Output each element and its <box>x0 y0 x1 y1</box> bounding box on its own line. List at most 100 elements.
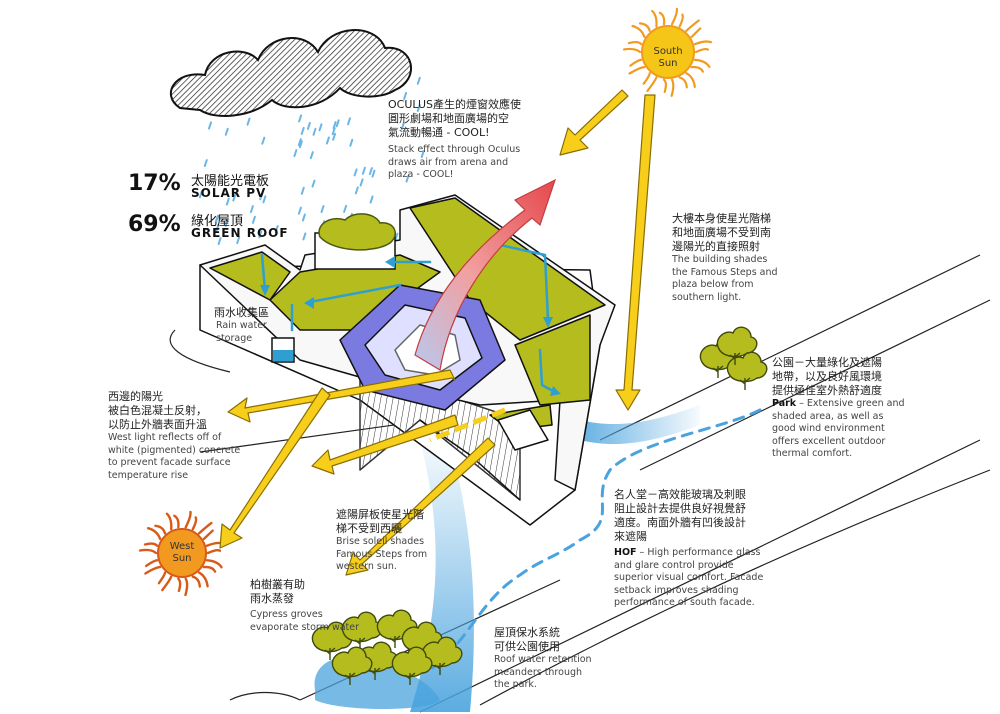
brise-en-1: Brise soleil shades <box>336 536 425 547</box>
sun-ray <box>678 76 688 89</box>
sun-ray-dashed <box>429 407 506 443</box>
sun-ray <box>693 58 711 68</box>
rain-drop <box>369 195 374 204</box>
water-tank-icon <box>271 337 295 363</box>
sun-ray <box>662 78 667 93</box>
sun-ray <box>685 19 700 32</box>
west-light-en-3: to prevent facade surface <box>108 457 231 468</box>
shade-en-3: plaza below from <box>672 279 754 290</box>
sun-ray <box>145 559 159 568</box>
sun-ray <box>138 548 158 555</box>
annotation-hof: 名人堂－高效能玻璃及刺眼 阻止設計去提供良好視覺舒 適度。南面外牆有凹後設計 來… <box>614 488 784 610</box>
hof-en-bold: HOF <box>614 547 637 558</box>
south-sun-line1: South <box>653 46 683 57</box>
sun-ray <box>629 58 643 67</box>
sun-ray <box>143 542 159 547</box>
rain-drop <box>349 138 354 147</box>
rain-drop <box>224 127 229 136</box>
sun-ray <box>678 13 684 28</box>
annotation-shade: 大樓本身使星光階梯 和地面廣場不受到南 邊陽光的直接照射 The buildin… <box>672 212 792 304</box>
rain-drop <box>309 151 314 160</box>
rain-drop <box>416 76 421 85</box>
brise-en-2: Famous Steps from <box>336 548 428 560</box>
rain-drop <box>293 149 298 158</box>
hof-zh-2: 阻止設計去提供良好視覺舒 <box>614 502 746 515</box>
sun-ray <box>177 577 182 593</box>
park-zh-1: 公園－大量綠化及遮陽 <box>772 356 882 369</box>
rain-drop <box>318 123 323 132</box>
sun-ray <box>658 11 666 26</box>
oculus-zh-3: 氣流動暢通 - COOL! <box>388 126 490 139</box>
rain-drop <box>198 190 203 199</box>
rain-drop <box>236 236 241 245</box>
rain-drop <box>343 204 348 213</box>
rain-drop <box>215 224 220 233</box>
sun-ray-arrows <box>219 89 656 576</box>
shade-zh-3: 邊陽光的直接照射 <box>672 240 760 253</box>
rain-drop <box>354 186 359 195</box>
hof-zh-3: 適度。南面外牆有凹後設計 <box>614 516 746 529</box>
sun-ray <box>191 575 201 588</box>
cypress-zh-1: 柏樹叢有助 <box>250 578 305 591</box>
rain-drop <box>405 174 410 183</box>
rain-zh-1: 雨水收集區 <box>214 306 269 319</box>
oculus-en-1: Stack effect through Oculus <box>388 144 521 155</box>
cypress-en-2: evaporate storm water <box>250 621 360 633</box>
roof-water-arrows <box>260 243 557 394</box>
brise-en-3: western sun. <box>336 561 397 572</box>
west-light-zh-2: 被白色混凝土反射， <box>108 404 207 417</box>
rain-drop <box>311 179 316 188</box>
solar-pv-percent: 17% <box>128 171 181 196</box>
tree-icon <box>391 646 433 685</box>
brise-zh-1: 遮陽屏板使星光階 <box>336 508 424 521</box>
arrowheads <box>260 256 561 396</box>
south-sun-label: South Sun <box>650 46 686 70</box>
sun-ray <box>197 571 209 588</box>
green-roof-label-zh: 綠化屋頂 <box>191 214 244 229</box>
rain-drop <box>359 178 364 187</box>
tree-icon <box>314 213 396 270</box>
rain-drop <box>203 159 208 168</box>
solar-pv-label-en: SOLAR PV <box>191 186 267 200</box>
hof-en-2: and glare control provide <box>614 559 734 571</box>
west-light-en-4: temperature rise <box>108 469 189 481</box>
brise-zh-2: 梯不受到西曬 <box>336 522 402 535</box>
sun-ray <box>173 514 180 529</box>
hof-en-5: performance of south facade. <box>614 597 755 608</box>
park-en-3: good wind environment <box>772 423 885 434</box>
rain-drop <box>225 197 230 206</box>
rain-drop <box>332 132 337 141</box>
sun-ray <box>154 524 167 535</box>
sun-icon <box>623 7 712 97</box>
sun-ray <box>165 512 173 531</box>
sun-ray <box>685 72 696 88</box>
park-zh-2: 地帶，以及良好風環境 <box>772 370 882 383</box>
solar-pv-label-zh: 太陽能光電板 <box>191 174 270 189</box>
park-en-2: shaded area, as well as <box>772 410 884 422</box>
tree-icon <box>421 636 463 675</box>
rain-drop <box>335 119 340 128</box>
rain-drop <box>400 122 405 131</box>
annotation-roof-water: 屋頂保水系統 可供公園使用 Roof water retention meand… <box>494 626 614 692</box>
rain-drop <box>214 215 219 224</box>
annotation-rain: 雨水收集區 Rain water storage <box>214 306 294 345</box>
rain-drop <box>297 138 302 147</box>
rain-drop <box>331 127 336 136</box>
west-light-en-2: white (pigmented) concrete <box>108 444 241 456</box>
shade-zh-2: 和地面廣場不受到南 <box>672 226 771 239</box>
park-en-bold: Park <box>772 398 797 409</box>
sun-ray <box>197 521 213 535</box>
shade-zh-1: 大樓本身使星光階梯 <box>672 212 771 225</box>
annotation-cypress: 柏樹叢有助 雨水蒸發 Cypress groves evaporate stor… <box>250 578 380 634</box>
rain-drop <box>347 117 351 126</box>
rain-drop <box>258 230 263 239</box>
rain-drop <box>297 206 302 215</box>
rain-drop <box>249 205 254 214</box>
oculus-en-2: draws air from arena and <box>388 156 509 168</box>
rain-drop <box>274 225 279 234</box>
sun-ray <box>670 7 679 26</box>
cypress-zh-2: 雨水蒸發 <box>250 592 294 605</box>
sun-ray <box>638 22 651 32</box>
park-en-1: – Extensive green and <box>796 398 905 409</box>
west-sun-label: West Sun <box>164 541 200 565</box>
